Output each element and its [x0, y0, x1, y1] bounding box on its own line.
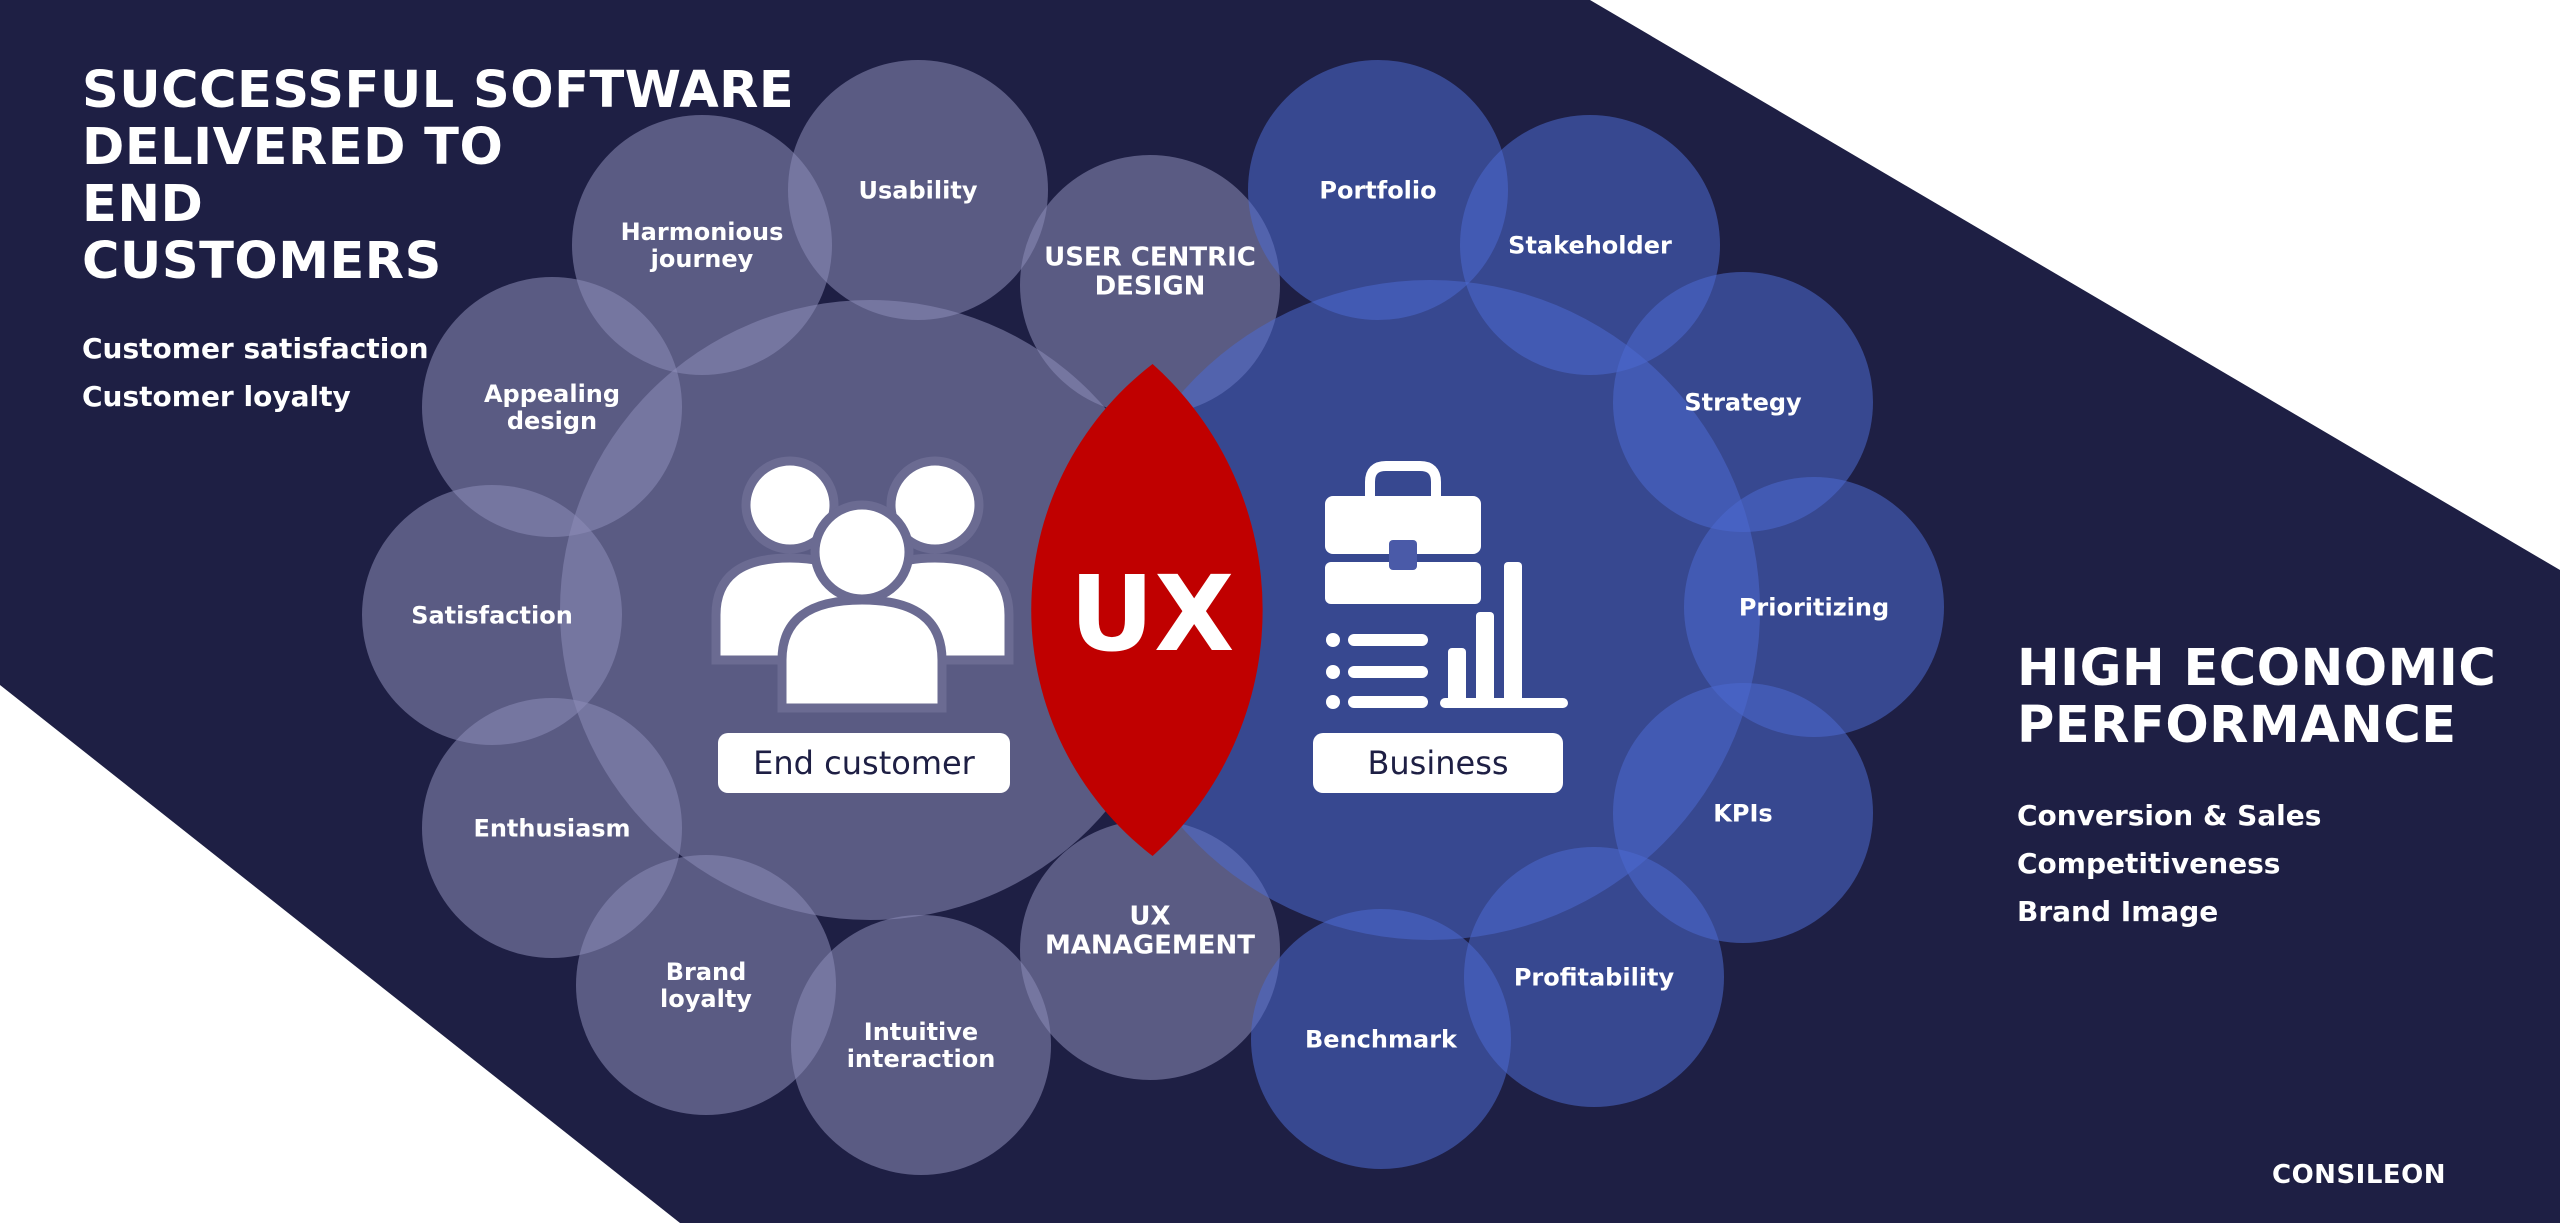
right-cluster: [1100, 60, 1944, 1169]
left-bubble-label: loyalty: [660, 985, 752, 1013]
left-bubble: [576, 855, 836, 1115]
left-bubble-label: Brand: [666, 958, 747, 986]
left-bubble-label: Satisfaction: [411, 601, 573, 629]
left-bubble-label: Harmonious: [621, 218, 784, 246]
left-bubble: [362, 485, 622, 745]
left-heading-line: END: [82, 175, 204, 234]
right-benefit-item: Conversion & Sales: [2017, 799, 2322, 832]
user-centric-design-bubble: [1020, 155, 1280, 415]
left-bubble: [422, 277, 682, 537]
ux-lens: [1031, 364, 1263, 856]
user-centric-design-label: DESIGN: [1095, 272, 1206, 302]
right-bubble-label: Portfolio: [1319, 176, 1436, 204]
right-heading: HIGH ECONOMIC PERFORMANCE: [2017, 640, 2496, 754]
left-benefits-list: Customer satisfaction Customer loyalty: [82, 325, 429, 421]
business-circle: [1100, 280, 1760, 940]
right-benefit-item: Brand Image: [2017, 895, 2219, 928]
right-bubble: [1251, 909, 1511, 1169]
left-bubble: [788, 60, 1048, 320]
right-benefit-item: Competitiveness: [2017, 847, 2281, 880]
left-benefit-item: Customer satisfaction: [82, 332, 429, 365]
right-bubble-label: Prioritizing: [1739, 593, 1889, 621]
left-benefit-item: Customer loyalty: [82, 380, 351, 413]
left-heading-line: SUCCESSFUL SOFTWARE: [82, 61, 795, 120]
left-heading: SUCCESSFUL SOFTWARE DELIVERED TO END CUS…: [82, 62, 794, 290]
right-bubble-label: Strategy: [1684, 388, 1802, 416]
business-briefcase-chart-icon: [1325, 461, 1568, 709]
left-bubble-label: Usability: [859, 176, 978, 204]
end-customer-label: End customer: [753, 744, 976, 782]
bubble-labels: UsabilityHarmoniousjourneyAppealingdesig…: [411, 176, 1889, 1072]
right-benefits-list: Conversion & Sales Competitiveness Brand…: [2017, 792, 2321, 936]
ux-management-bubble: [1020, 820, 1280, 1080]
right-bubble-label: KPIs: [1713, 799, 1772, 827]
end-customer-label-box: [718, 733, 1010, 793]
right-bubble: [1464, 847, 1724, 1107]
left-bubble-label: journey: [650, 245, 754, 273]
left-bubble-label: interaction: [847, 1045, 996, 1073]
left-bubble-label: Enthusiasm: [473, 814, 630, 842]
business-label: Business: [1367, 744, 1508, 782]
right-heading-line: HIGH ECONOMIC: [2017, 639, 2497, 698]
left-heading-line: CUSTOMERS: [82, 232, 442, 291]
left-bubble-label: Appealing: [484, 380, 620, 408]
right-bubble: [1613, 272, 1873, 532]
people-group-icon: [711, 456, 1014, 713]
left-bubble-label: design: [507, 407, 597, 435]
right-bubble-label: Benchmark: [1305, 1025, 1458, 1053]
left-bubble: [791, 915, 1051, 1175]
ux-management-label: MANAGEMENT: [1045, 931, 1255, 961]
right-bubble-label: Stakeholder: [1508, 231, 1672, 259]
left-heading-line: DELIVERED TO: [82, 118, 504, 177]
user-centric-design-label: USER CENTRIC: [1044, 243, 1256, 273]
left-cluster: [362, 60, 1280, 1175]
ux-label: UX: [1070, 553, 1235, 675]
right-bubble-label: Profitability: [1514, 963, 1675, 991]
right-bubble: [1684, 477, 1944, 737]
business-label-box: [1313, 733, 1563, 793]
left-bubble-label: Intuitive: [864, 1018, 978, 1046]
consileon-logo: CONSILEON: [2272, 1160, 2447, 1190]
right-heading-line: PERFORMANCE: [2017, 696, 2457, 755]
ux-management-label: UX: [1129, 902, 1170, 932]
right-bubble: [1248, 60, 1508, 320]
